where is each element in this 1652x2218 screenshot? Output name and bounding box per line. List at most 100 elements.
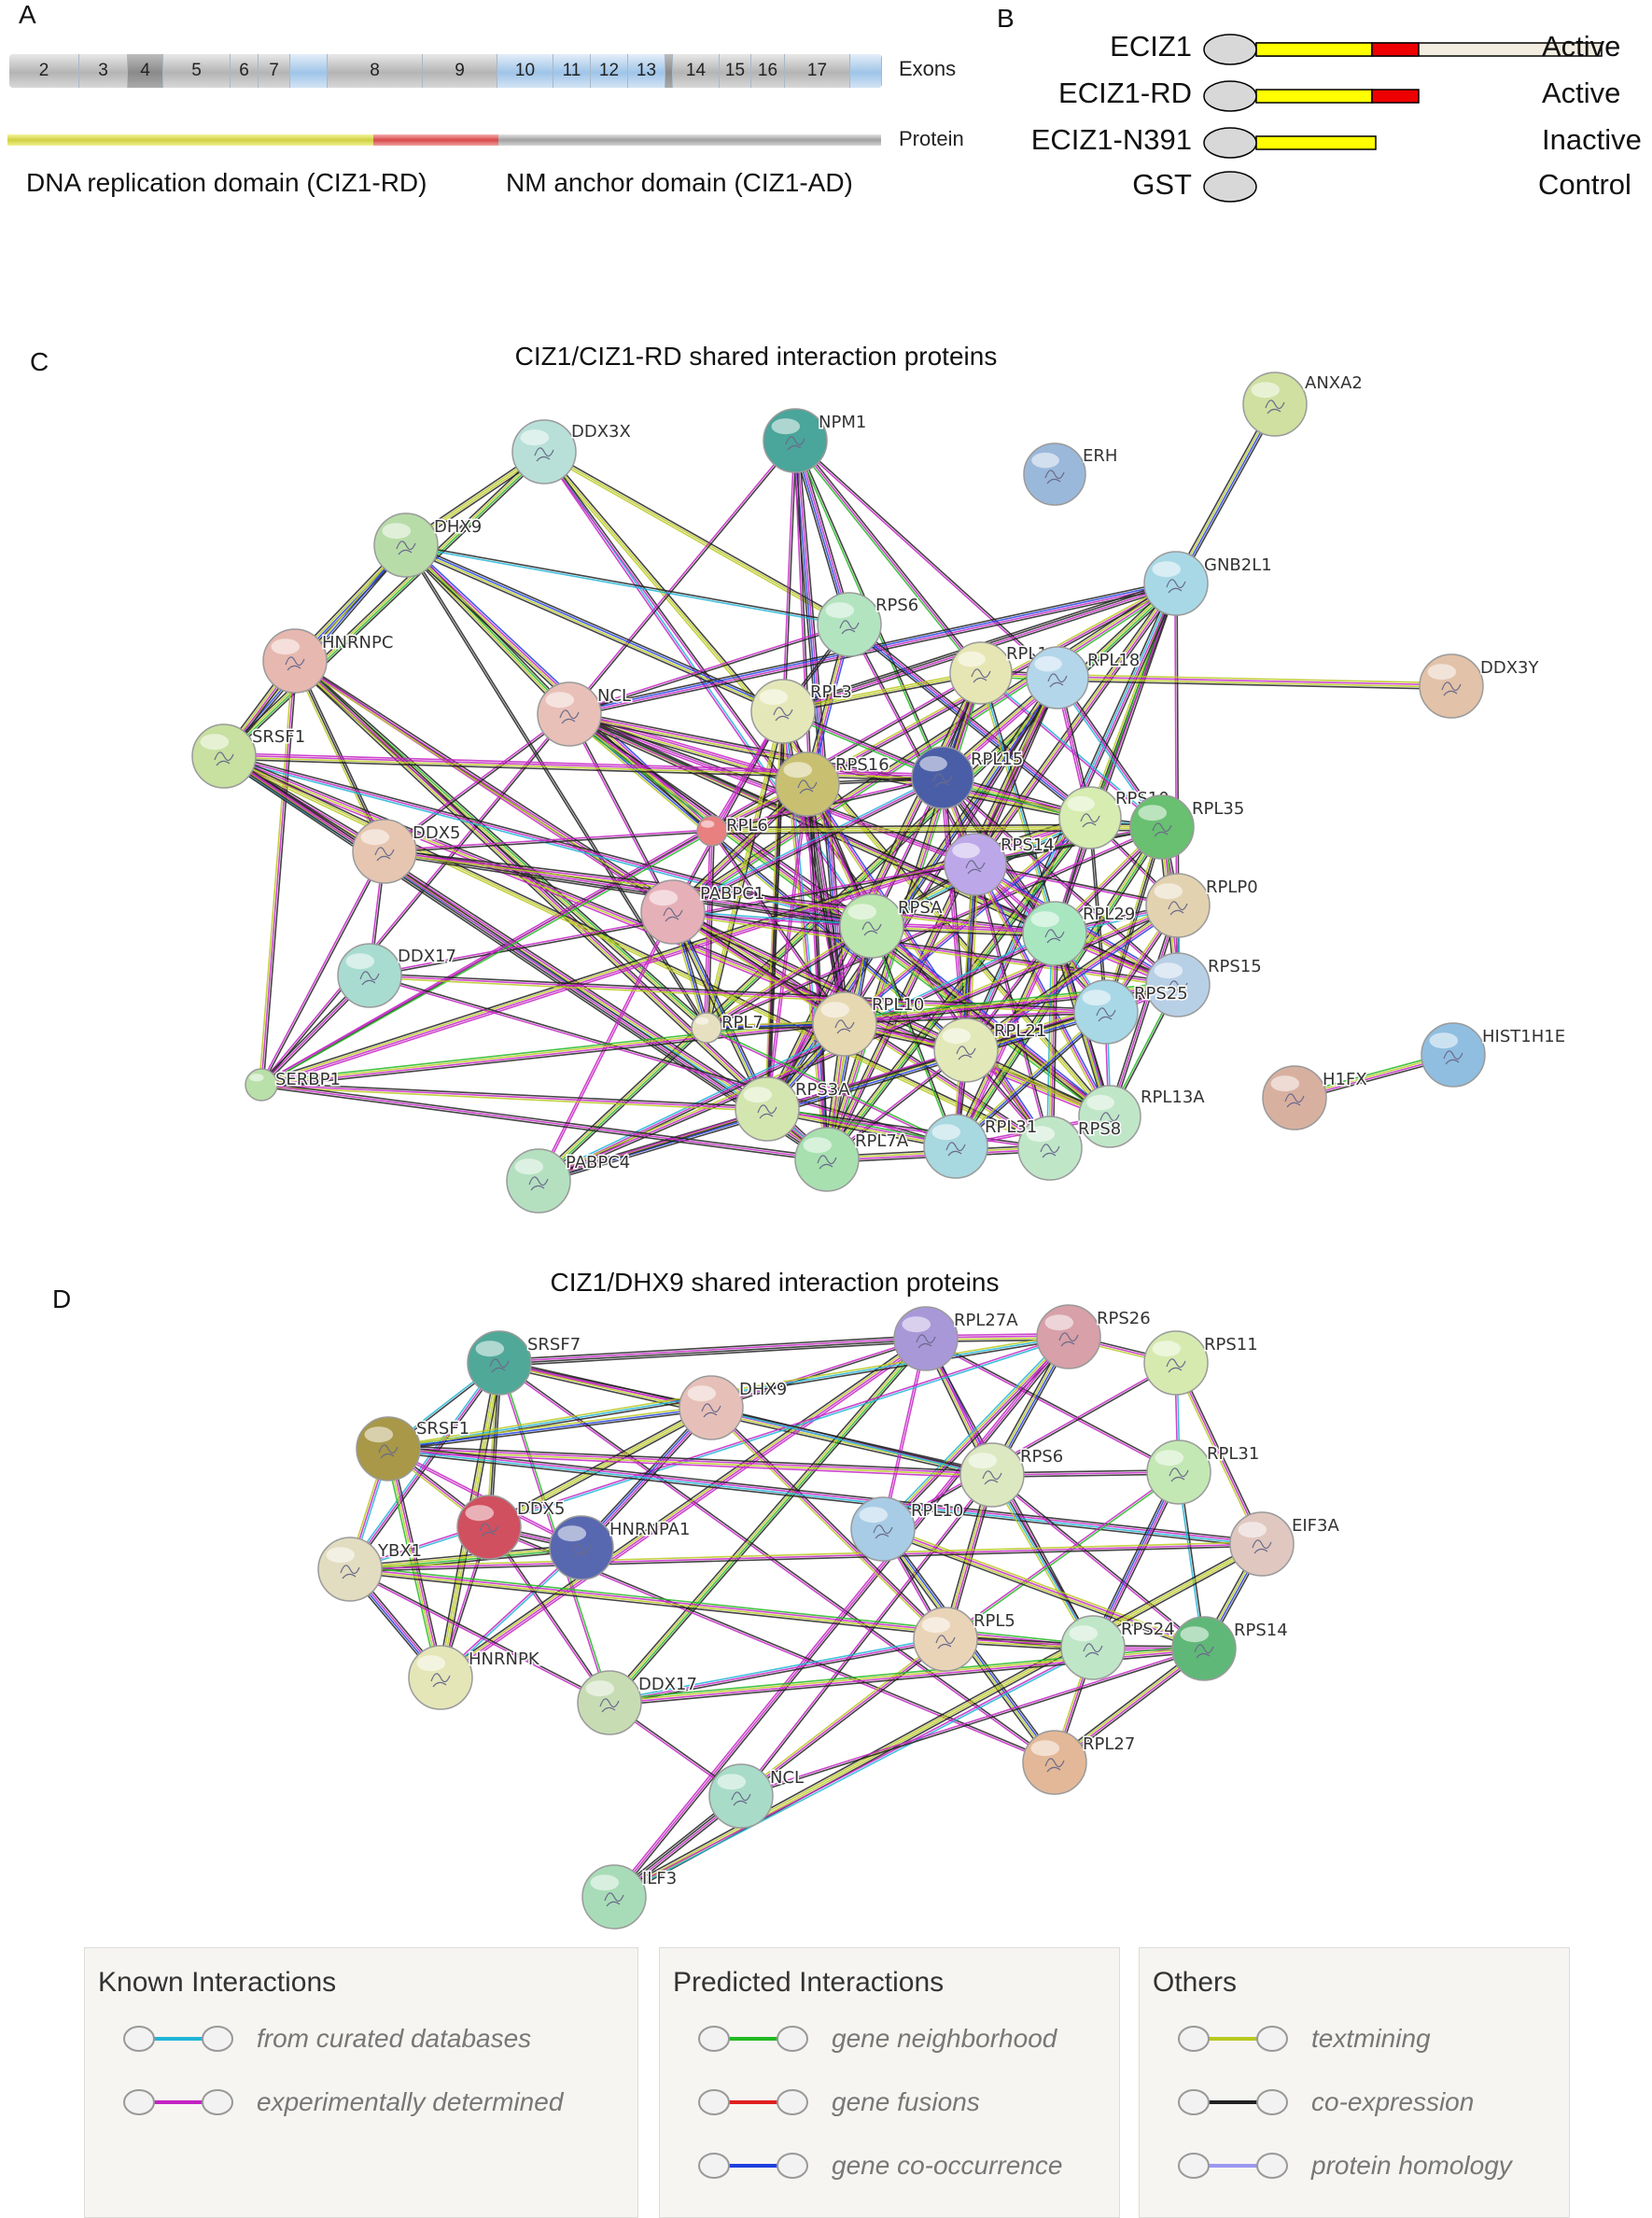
protein-node-label: RPL29 (1083, 905, 1135, 924)
node-highlight (783, 762, 813, 779)
interaction-edge (1177, 1361, 1265, 1544)
legend-others: Others textmining co-expression protein … (1139, 1947, 1570, 2218)
eciz1rd-core-bar (1371, 89, 1420, 104)
interaction-edge (261, 1082, 828, 1158)
node-highlight (1238, 1522, 1267, 1538)
edge-swatch-icon (698, 2026, 808, 2052)
interaction-edge (221, 758, 826, 1163)
interaction-edge (706, 1028, 956, 1148)
interaction-edge (883, 1527, 1205, 1649)
interaction-edge (539, 1014, 1108, 1185)
interaction-edge (708, 1408, 945, 1642)
protein-node-label: ILF3 (642, 1869, 677, 1888)
interaction-edge (388, 1447, 993, 1475)
node-highlight (743, 1087, 773, 1103)
legend-item-label: experimentally determined (257, 2087, 564, 2116)
node-highlight (364, 1426, 394, 1443)
node-highlight (1270, 1075, 1300, 1092)
interaction-edge (499, 1341, 927, 1368)
protein-node-label: SRSF1 (252, 727, 305, 747)
interaction-edge (926, 1337, 1180, 1472)
protein-node-label: RPS24 (1121, 1620, 1175, 1639)
protein-node[interactable] (245, 1068, 278, 1102)
protein-node-label: HNRNPA1 (609, 1520, 690, 1539)
interaction-edge (782, 670, 981, 710)
protein-node-label: RPL15 (971, 750, 1023, 769)
interaction-edge (543, 451, 850, 625)
interaction-edge (369, 975, 1107, 1013)
legend-item: gene co-occurrence (697, 2150, 1062, 2182)
protein-node-label: RPLP0 (1206, 877, 1258, 897)
protein-node-label: DDX5 (517, 1499, 566, 1519)
interaction-edge (385, 714, 571, 853)
node-highlight (1031, 452, 1059, 469)
interaction-edge (991, 1474, 1094, 1649)
interaction-edge (370, 973, 1107, 1011)
exon-gap (290, 54, 328, 88)
node-highlight (1251, 382, 1281, 399)
gst-tag-icon (1203, 171, 1257, 203)
legend-item-label: protein homology (1311, 2151, 1512, 2180)
interaction-edge (405, 545, 849, 626)
node-highlight (1154, 883, 1183, 900)
interaction-edge (225, 453, 547, 759)
exon-box: 8 (328, 54, 423, 88)
interaction-edge (539, 912, 675, 1182)
interaction-edge (537, 931, 1055, 1180)
protein-node-label: RPS25 (1134, 984, 1188, 1004)
interaction-edge (783, 674, 982, 714)
protein-node-label: RPL5 (973, 1611, 1015, 1631)
interaction-edge (222, 450, 544, 756)
protein-node-label: RPS15 (1208, 957, 1262, 976)
interaction-edge (710, 1408, 992, 1477)
legend-predicted: Predicted Interactions gene neighborhood… (659, 1947, 1120, 2218)
interaction-edge (850, 621, 1093, 817)
edge-swatch-icon (123, 2026, 233, 2052)
protein-node-label: RPSA (898, 898, 943, 918)
node-highlight (695, 1017, 709, 1025)
structure-icon (1044, 1758, 1065, 1773)
interaction-edge (823, 815, 1089, 1158)
node-highlight (649, 890, 679, 906)
protein-node[interactable] (691, 1012, 722, 1044)
interaction-edge (568, 713, 976, 865)
exon-box: 9 (423, 54, 497, 88)
node-highlight (1086, 1094, 1114, 1111)
node-highlight (859, 1507, 889, 1523)
structure-icon (1166, 579, 1186, 594)
interaction-edge (1109, 905, 1179, 1117)
node-highlight (382, 523, 412, 540)
interaction-edge (498, 1337, 926, 1363)
interaction-edge (825, 816, 1090, 1159)
interaction-edge (710, 1407, 946, 1640)
node-highlight (1030, 1740, 1060, 1757)
interaction-edge (488, 1406, 711, 1527)
interaction-edge (975, 863, 1179, 905)
construct-status: Active (1542, 77, 1621, 109)
exon-box: 13 (628, 54, 665, 88)
construct-diagram (1203, 34, 1603, 203)
construct-status: Control (1538, 168, 1631, 201)
interaction-edge (1093, 1472, 1181, 1649)
node-highlight (1069, 1625, 1099, 1642)
interaction-edge (260, 1086, 827, 1162)
interaction-edge (794, 440, 982, 674)
interaction-edge (1057, 673, 1452, 684)
structure-icon (489, 1358, 510, 1373)
structure-icon (1441, 681, 1462, 696)
interaction-edge (499, 1339, 927, 1365)
interaction-edge (260, 660, 296, 1086)
interaction-edge (498, 1363, 992, 1477)
interaction-edge (674, 908, 968, 1048)
structure-icon (559, 709, 580, 724)
interaction-edge (1088, 818, 1106, 1013)
legend-item: experimentally determined (122, 2086, 563, 2118)
structure-icon (430, 1673, 451, 1688)
interaction-edge (262, 661, 298, 1086)
interaction-edge (966, 905, 1180, 1052)
protein-node[interactable] (696, 815, 728, 847)
interaction-edge (1054, 583, 1177, 934)
interaction-edge (870, 926, 956, 1147)
structure-icon (214, 751, 234, 766)
interaction-edge (568, 623, 849, 714)
